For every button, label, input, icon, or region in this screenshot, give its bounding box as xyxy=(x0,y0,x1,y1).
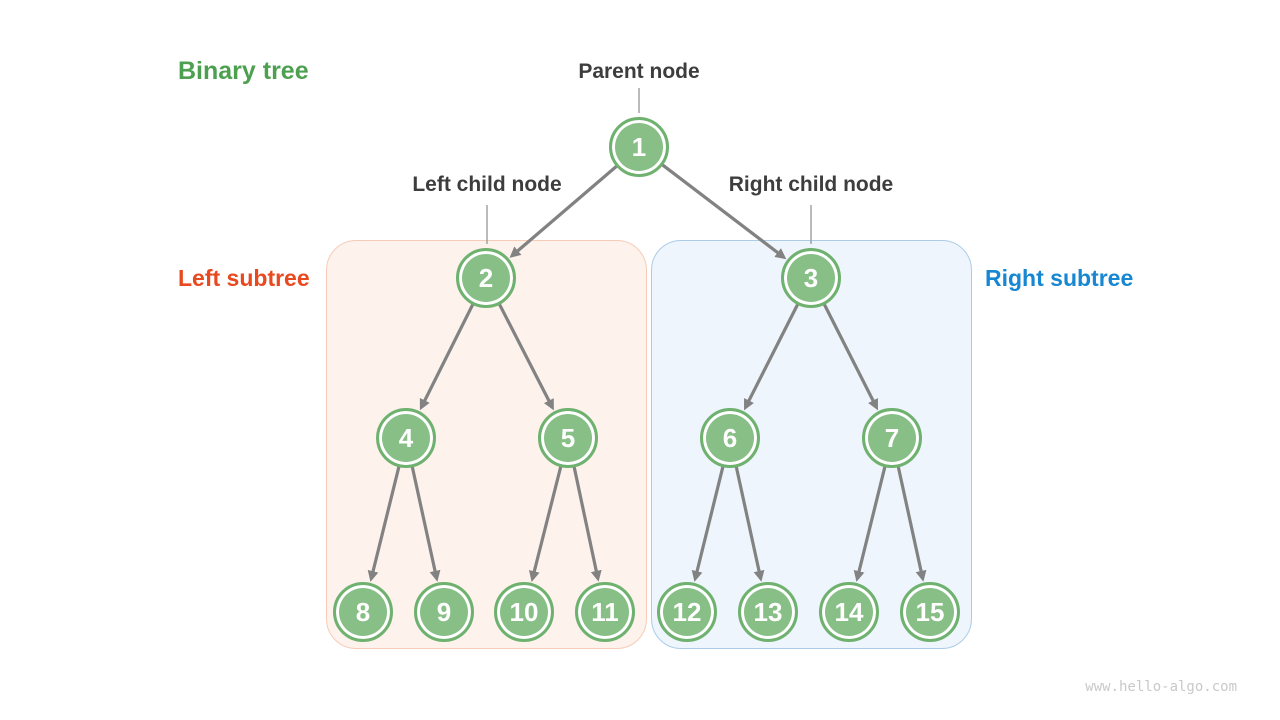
watermark: www.hello-algo.com xyxy=(1085,679,1237,695)
tree-edge-7-15 xyxy=(896,465,927,582)
tree-edge-3-6 xyxy=(744,303,800,411)
parent-node-label: Parent node xyxy=(578,60,700,83)
left-subtree-label: Left subtree xyxy=(178,265,310,291)
diagram-title: Binary tree xyxy=(178,57,309,85)
tree-edge-6-12 xyxy=(691,465,725,582)
tree-node-10: 10 xyxy=(494,582,554,642)
tree-node-9: 9 xyxy=(414,582,474,642)
tree-node-5: 5 xyxy=(538,408,598,468)
tree-edge-3-7 xyxy=(822,303,878,411)
tree-node-11: 11 xyxy=(575,582,635,642)
tree-node-12: 12 xyxy=(657,582,717,642)
tree-edge-7-14 xyxy=(853,465,887,582)
tree-node-3: 3 xyxy=(781,248,841,308)
right-subtree-label: Right subtree xyxy=(985,265,1134,291)
tree-node-8: 8 xyxy=(333,582,393,642)
left-child-node-label: Left child node xyxy=(412,173,562,196)
tree-edge-2-4 xyxy=(419,303,475,411)
tree-edge-1-2 xyxy=(509,164,619,258)
tree-node-15: 15 xyxy=(900,582,960,642)
tree-edge-4-9 xyxy=(410,465,441,582)
tree-node-1: 1 xyxy=(609,117,669,177)
tree-node-4: 4 xyxy=(376,408,436,468)
tree-node-13: 13 xyxy=(738,582,798,642)
tree-node-7: 7 xyxy=(862,408,922,468)
tree-edge-1-3 xyxy=(661,163,787,260)
tree-edge-4-8 xyxy=(367,465,401,582)
tree-node-6: 6 xyxy=(700,408,760,468)
tree-edge-5-10 xyxy=(528,465,563,582)
tree-edge-2-5 xyxy=(497,303,554,411)
tree-node-2: 2 xyxy=(456,248,516,308)
tree-edge-6-13 xyxy=(734,465,765,582)
tree-edge-5-11 xyxy=(572,466,602,582)
right-child-node-label: Right child node xyxy=(728,173,894,196)
tree-node-14: 14 xyxy=(819,582,879,642)
